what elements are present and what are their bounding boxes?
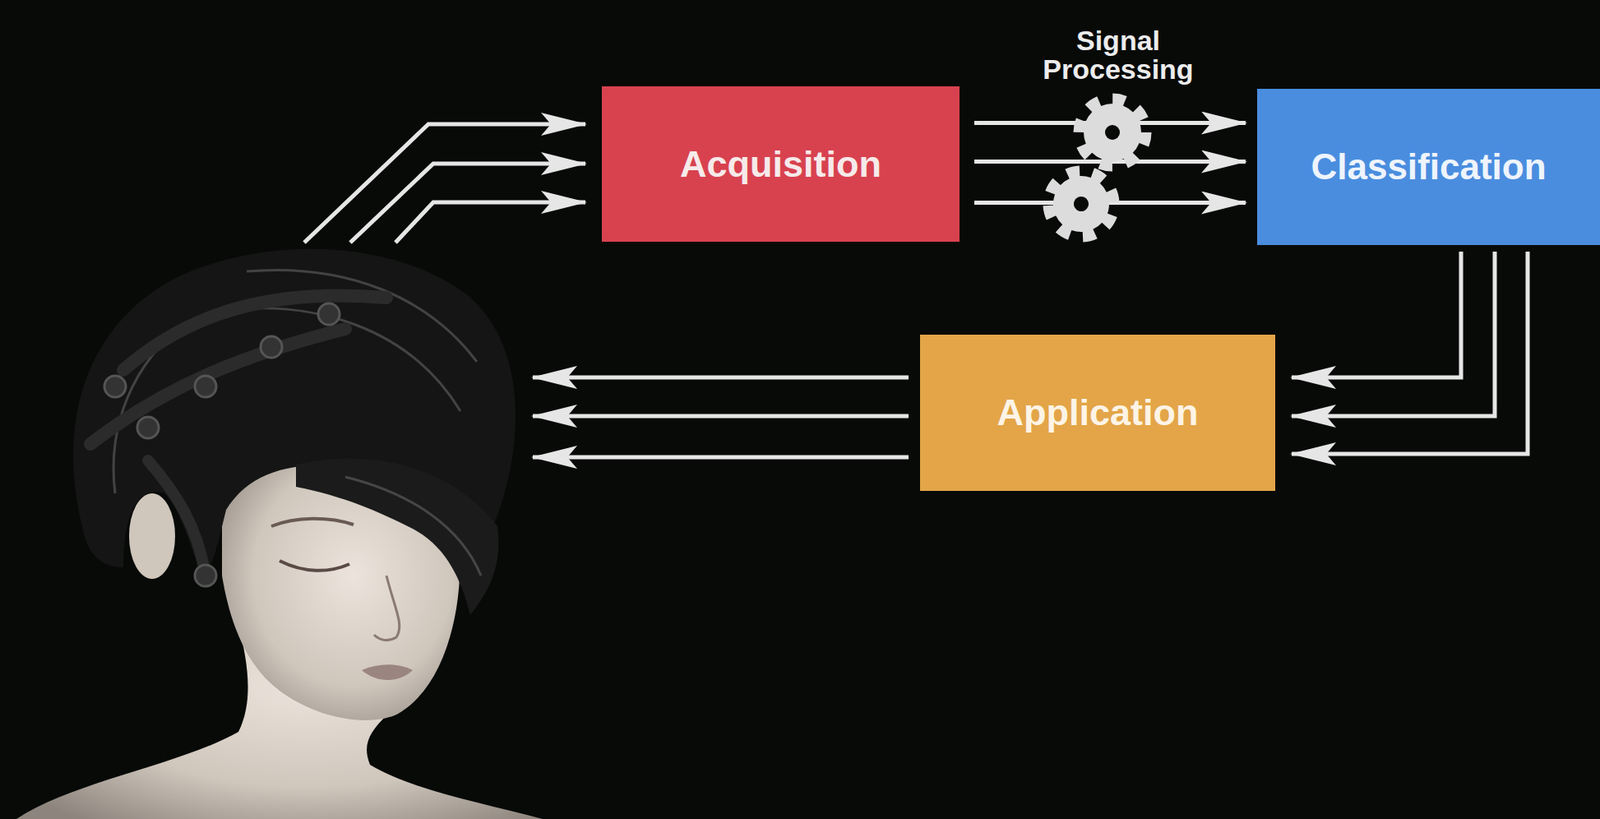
- gear-teeth: [1040, 162, 1123, 246]
- gear-hole: [1105, 124, 1120, 140]
- woman-illustration: [16, 249, 543, 819]
- process-box: Application: [920, 334, 1276, 491]
- flow-arrow: [1291, 251, 1528, 454]
- hair-strand: [246, 269, 477, 362]
- electrode: [137, 416, 159, 439]
- process-box: Classification: [1257, 88, 1600, 246]
- closed-eye: [279, 560, 350, 571]
- ear: [129, 493, 176, 579]
- signal-arrow: [350, 163, 586, 243]
- electrode: [194, 564, 217, 587]
- input-arrows: [304, 124, 586, 243]
- arrow-line: [1291, 251, 1528, 454]
- gear-icon: [1040, 162, 1123, 246]
- arrow-line: [1291, 251, 1495, 417]
- gear-body: [1083, 103, 1142, 162]
- electrode: [318, 303, 340, 325]
- feedback-arrow: [532, 455, 909, 460]
- box-label: Application: [997, 392, 1199, 434]
- electrode: [104, 375, 126, 398]
- hair-bangs: [295, 457, 499, 616]
- hair-highlights: [113, 269, 481, 576]
- lips: [361, 664, 413, 680]
- headset-band: [123, 295, 387, 370]
- feedback-arrow: [532, 414, 909, 419]
- electrode: [260, 336, 283, 358]
- nose: [374, 575, 400, 641]
- gear-teeth: [1079, 99, 1146, 166]
- process-box: Acquisition: [601, 86, 960, 242]
- headset-band: [90, 328, 346, 444]
- eyebrow: [271, 518, 354, 527]
- box-label: Acquisition: [679, 143, 882, 185]
- headset-band: [147, 460, 206, 576]
- signal-arrow: [395, 202, 586, 243]
- hair-strand: [345, 476, 481, 576]
- box-label: Classification: [1310, 147, 1546, 187]
- gear-body: [1045, 167, 1117, 240]
- arrow-line: [1291, 251, 1462, 378]
- feedback-arrows: [532, 377, 909, 458]
- eeg-headset: [90, 295, 387, 587]
- edge-label: Signal Processing: [1031, 26, 1205, 84]
- electrode: [194, 375, 217, 398]
- gear-icon: [1079, 99, 1146, 166]
- feedback-arrow: [532, 375, 909, 380]
- signal-arrow: [304, 124, 586, 243]
- gear-hole: [1071, 194, 1091, 213]
